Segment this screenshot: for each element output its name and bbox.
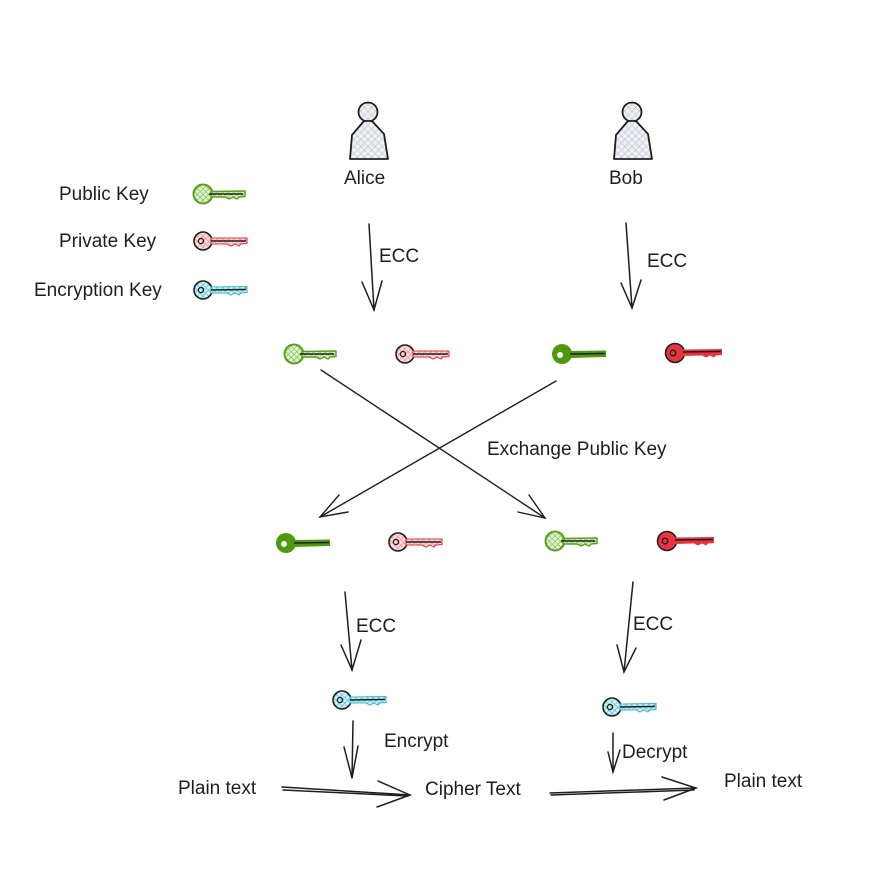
encrypt-arrow: [343, 720, 359, 779]
alice-derive-ecc-label: ECC: [356, 616, 397, 637]
legend-private-key-icon: [193, 231, 248, 251]
alice-received-public-key-icon: [275, 532, 331, 554]
exchange-label: Exchange Public Key: [487, 439, 667, 460]
bob-received-public-key-icon: [544, 530, 598, 552]
plain-to-cipher-arrow: [281, 780, 413, 808]
bob-private-key-2-icon: [656, 530, 715, 552]
cipher-text-label: Cipher Text: [425, 779, 521, 800]
decrypt-arrow: [607, 732, 621, 775]
encrypt-label: Encrypt: [384, 731, 449, 752]
plain-text-output-label: Plain text: [724, 771, 803, 792]
alice-public-key-icon: [283, 343, 337, 365]
bob-private-key-icon: [664, 342, 723, 364]
alice-label: Alice: [344, 168, 386, 189]
exchange-arrow-alice-to-bob: [320, 369, 547, 520]
bob-derive-ecc-arrow: [616, 581, 637, 675]
exchange-arrow-bob-to-alice: [318, 380, 557, 519]
plain-text-input-label: Plain text: [178, 778, 257, 799]
bob-label: Bob: [609, 168, 643, 189]
alice-ecc-label: ECC: [379, 246, 420, 267]
legend-encryption-key-icon: [193, 280, 248, 300]
bob-derive-ecc-label: ECC: [633, 614, 674, 635]
bob-person-icon: [613, 101, 653, 160]
legend-private-key-label: Private Key: [59, 231, 157, 252]
legend-public-key-label: Public Key: [59, 184, 149, 205]
bob-ecc-label: ECC: [647, 251, 688, 272]
bob-public-key-icon: [551, 343, 607, 365]
legend-public-key-icon: [192, 183, 246, 205]
bob-ecc-arrow: [620, 222, 642, 311]
decrypt-label: Decrypt: [622, 742, 688, 763]
bob-encryption-key-icon: [602, 697, 657, 717]
legend-encryption-key-label: Encryption Key: [34, 280, 162, 301]
alice-person-icon: [349, 101, 389, 160]
alice-encryption-key-icon: [332, 690, 387, 710]
alice-derive-ecc-arrow: [340, 591, 362, 673]
alice-ecc-arrow: [361, 223, 383, 313]
cipher-to-plain-arrow: [549, 776, 699, 801]
alice-private-key-icon: [395, 344, 450, 364]
alice-private-key-2-icon: [388, 532, 443, 552]
